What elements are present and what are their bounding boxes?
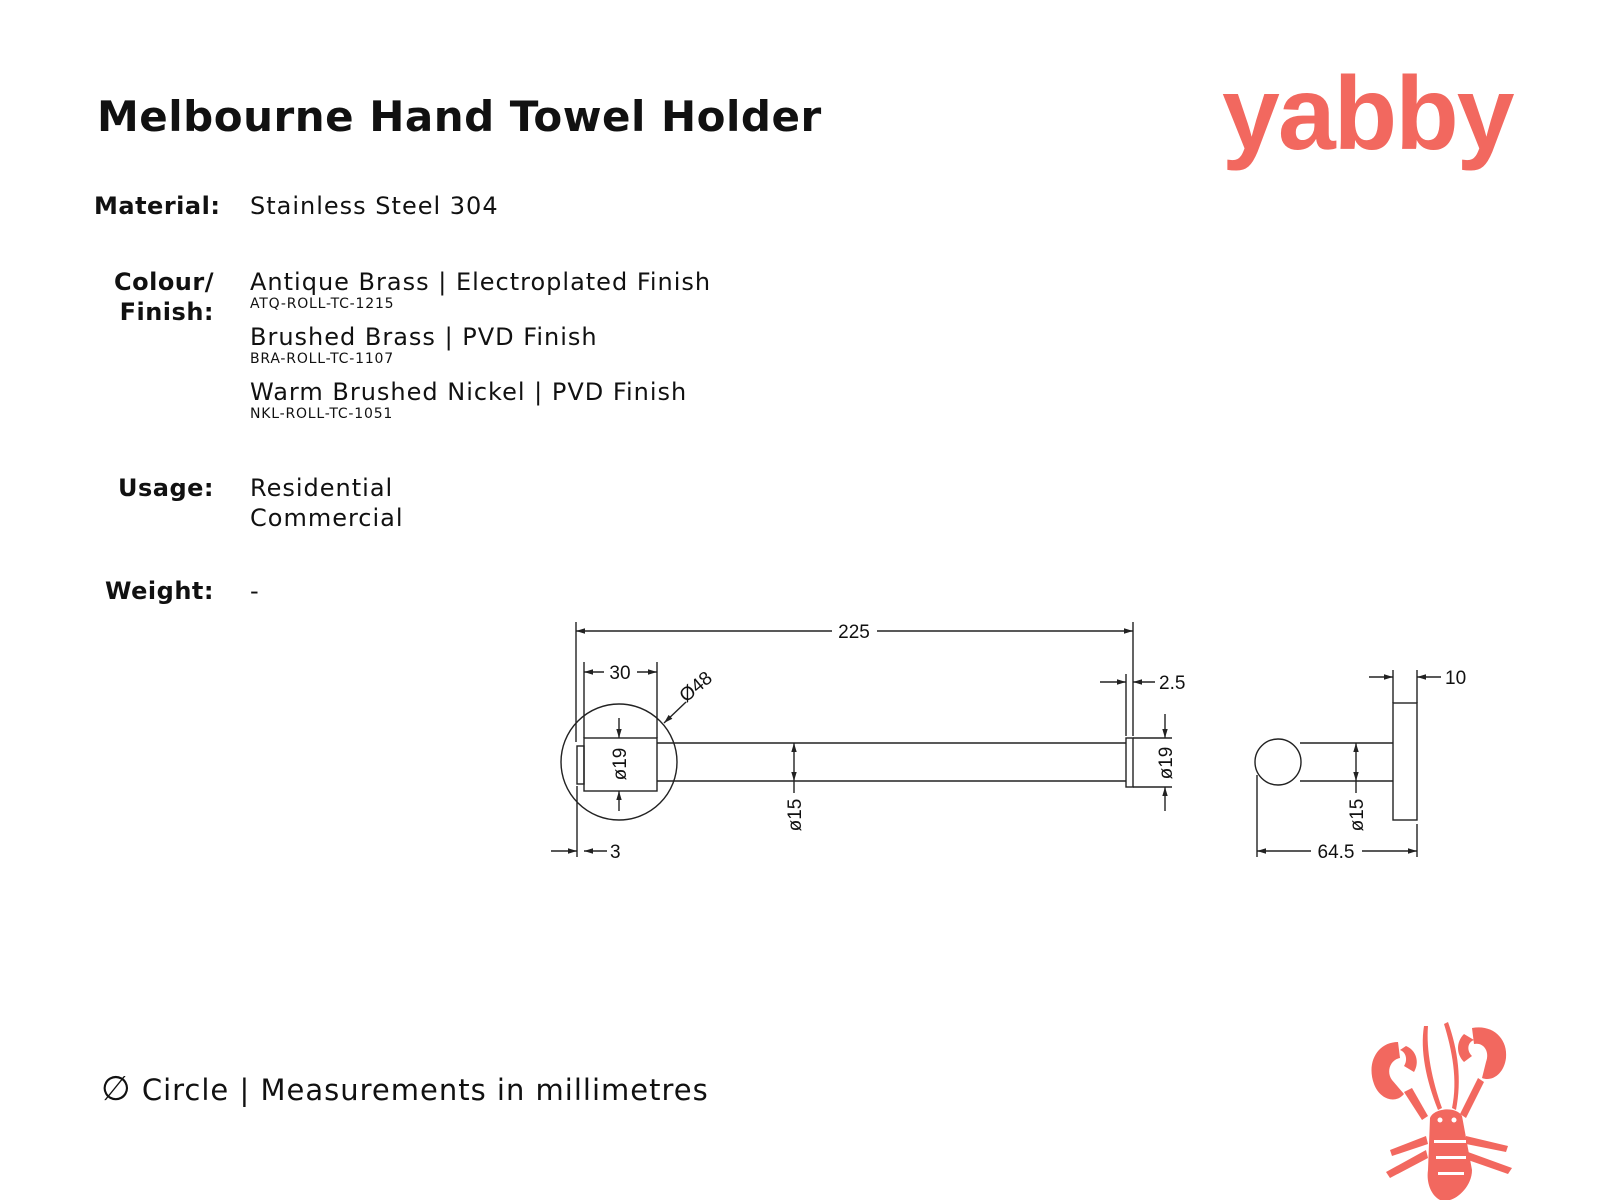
- dim-backplate-depth: 30: [609, 663, 630, 684]
- dim-side-bar-dia: ø15: [1347, 799, 1368, 832]
- finish-name: Brushed Brass | PVD Finish: [250, 323, 598, 351]
- material-label: Material:: [94, 192, 221, 220]
- finish-option: Antique Brass | Electroplated Finish ATQ…: [250, 268, 711, 312]
- lobster-icon: [1371, 1022, 1512, 1200]
- backplate-circle: [560, 703, 678, 821]
- dim-backplate-dia: Ø48: [676, 668, 717, 707]
- dim-bar-dia: ø15: [785, 799, 806, 832]
- finish-name: Warm Brushed Nickel | PVD Finish: [250, 378, 688, 406]
- finish-code: NKL-ROLL-TC-1051: [250, 406, 394, 422]
- diameter-symbol-icon: ∅: [101, 1069, 132, 1109]
- finish-name: Antique Brass | Electroplated Finish: [250, 268, 712, 296]
- finish-option: Brushed Brass | PVD Finish BRA-ROLL-TC-1…: [250, 323, 598, 367]
- finish-option: Warm Brushed Nickel | PVD Finish NKL-ROL…: [250, 378, 687, 422]
- dim-length: 225: [838, 622, 870, 643]
- wall-plate: [576, 745, 585, 785]
- end-cap-circle: [1254, 738, 1302, 786]
- brand-logo: yabby: [1222, 56, 1515, 172]
- end-cap: [1125, 737, 1134, 788]
- side-view: 10 ø15 64.5: [1254, 668, 1466, 863]
- weight-label: Weight:: [105, 577, 214, 605]
- usage-value: Residential: [250, 474, 394, 502]
- backplate-side: [1392, 702, 1418, 821]
- dim-collar-dia: ø19: [610, 748, 631, 781]
- footer-note: ∅ Circle | Measurements in millimetres: [101, 1072, 709, 1107]
- finish-code: ATQ-ROLL-TC-1215: [250, 296, 395, 312]
- footer-text: Circle | Measurements in millimetres: [141, 1073, 709, 1107]
- finish-label: Finish:: [119, 298, 214, 326]
- dim-wall-offset: 3: [610, 842, 621, 863]
- dim-end-cap: 2.5: [1159, 673, 1185, 694]
- material-value: Stainless Steel 304: [250, 192, 499, 220]
- weight-value: -: [250, 577, 260, 605]
- colour-label: Colour/: [113, 268, 214, 296]
- leader-line: [663, 701, 687, 724]
- usage-value: Commercial: [250, 504, 404, 532]
- front-view: 225 30 Ø48 ø19 ø15 2.5 ø19 3: [551, 622, 1185, 863]
- finish-code: BRA-ROLL-TC-1107: [250, 351, 394, 367]
- usage-label: Usage:: [117, 474, 214, 502]
- dim-projection: 64.5: [1318, 842, 1355, 863]
- dim-end-dia: ø19: [1156, 747, 1177, 780]
- page-title: Melbourne Hand Towel Holder: [97, 92, 822, 141]
- dim-plate-thickness: 10: [1445, 668, 1466, 689]
